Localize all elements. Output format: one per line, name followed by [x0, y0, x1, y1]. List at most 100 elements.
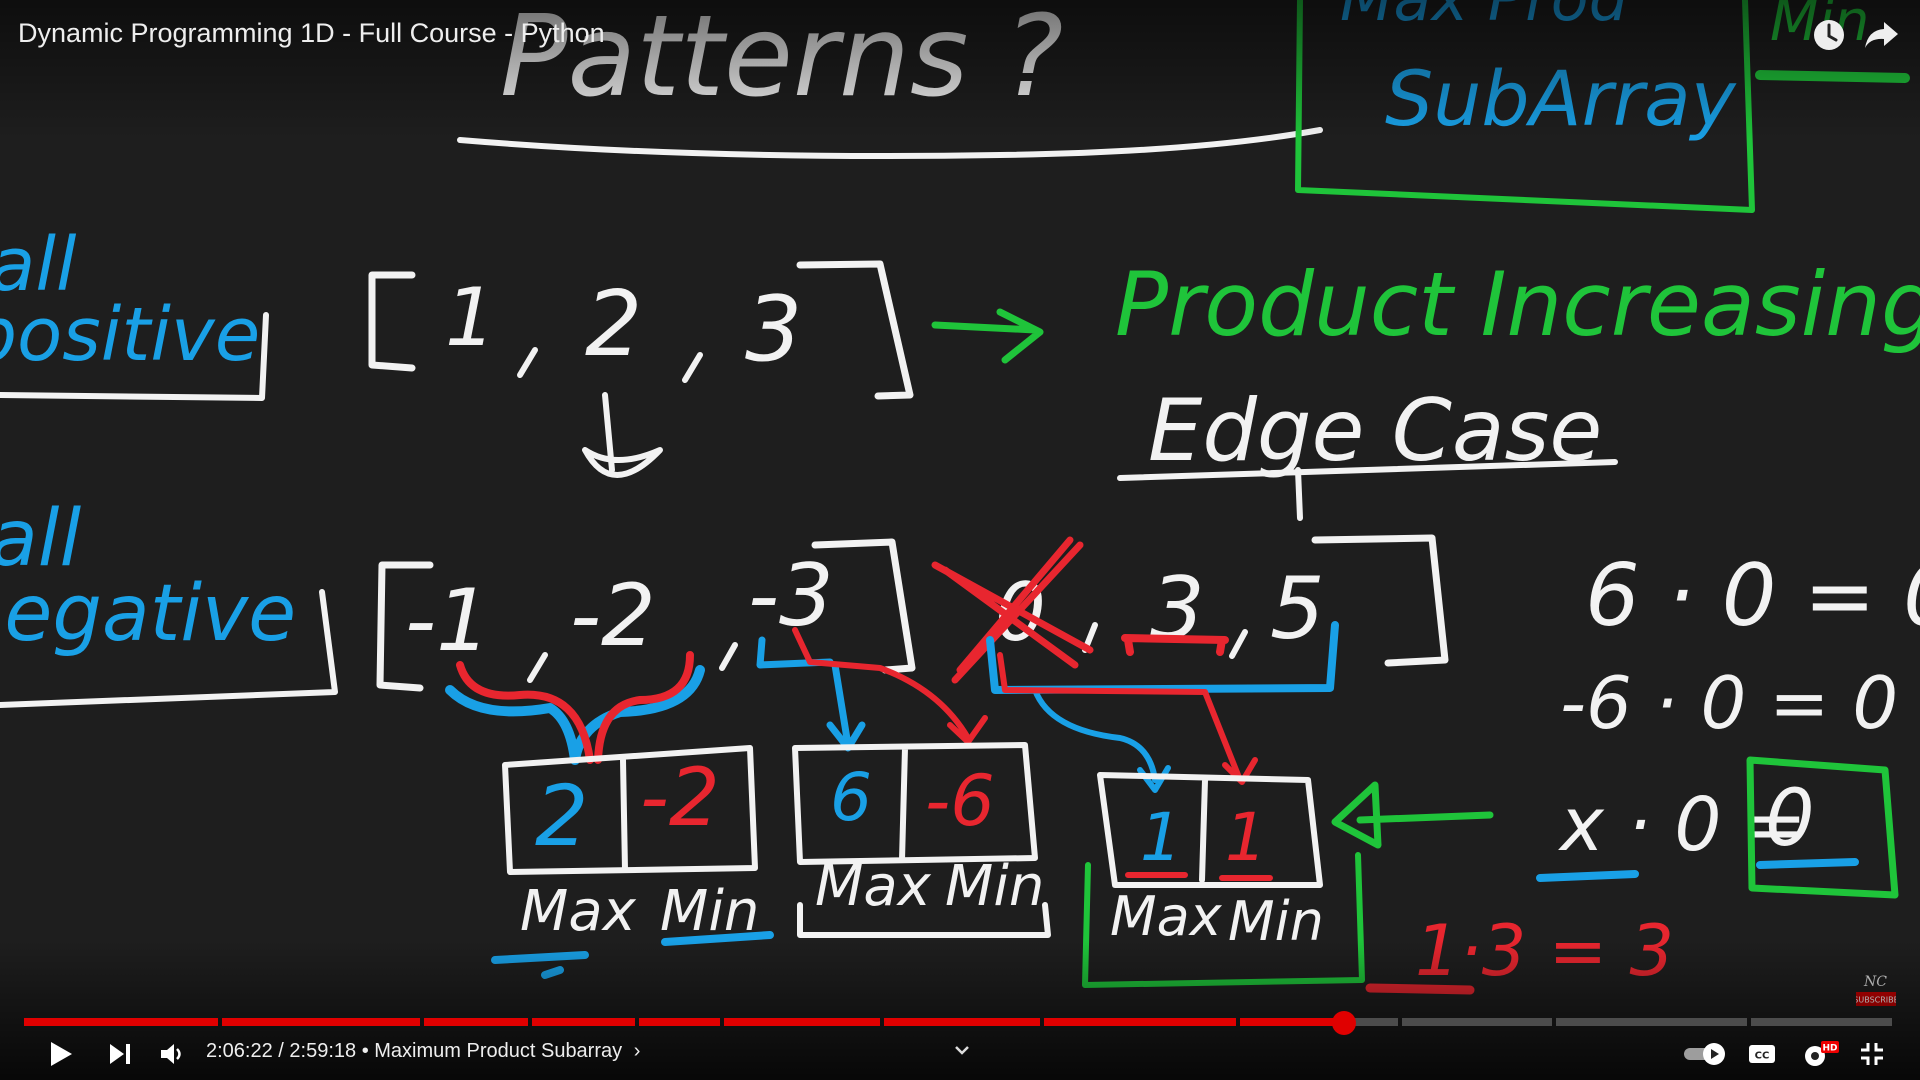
- progress-chapter-segment[interactable]: [1751, 1018, 1892, 1026]
- pair1-box: [502, 745, 758, 875]
- pair3-max-label: Max: [1110, 885, 1223, 948]
- progress-played-fill: [532, 1018, 635, 1026]
- play-icon: [51, 1042, 72, 1066]
- pair3-underlines: [1125, 872, 1273, 881]
- autoplay-toggle[interactable]: [1680, 1036, 1730, 1072]
- eq-x-underline: [1536, 858, 1859, 882]
- red-scribble: [1365, 983, 1475, 995]
- settings-icon: HD: [1805, 1041, 1839, 1066]
- progress-chapter-segment[interactable]: [24, 1018, 218, 1026]
- all-positive-line1: all: [0, 222, 77, 308]
- progress-chapter-segment[interactable]: [424, 1018, 528, 1026]
- pair2-bracket: [797, 902, 1051, 938]
- edge-case-underline: [1117, 459, 1618, 521]
- pair2-max-label: Max: [815, 854, 932, 919]
- autoplay-toggle-icon: [1684, 1043, 1725, 1065]
- svg-text:CC: CC: [1755, 1051, 1770, 1062]
- pair1-min: -2: [640, 751, 720, 844]
- progress-chapter-segment[interactable]: [222, 1018, 420, 1026]
- pair2-min: -6: [925, 760, 995, 842]
- share-icon[interactable]: [1860, 14, 1902, 56]
- green-arrow-1: [931, 308, 1044, 364]
- subscribe-watermark[interactable]: NC SUBSCRIBE: [1856, 972, 1896, 1010]
- pos-comma-2: [682, 352, 703, 383]
- volume-button[interactable]: [152, 1036, 192, 1072]
- eq-one-three: 1·3 = 3: [1415, 910, 1674, 992]
- progress-chapter-segment[interactable]: [1556, 1018, 1747, 1026]
- exit-fullscreen-button[interactable]: [1852, 1036, 1892, 1072]
- neg-close-bracket: [1311, 534, 1449, 667]
- neg-item-4: 3: [1150, 559, 1205, 659]
- box-line-1: Max Prod: [1340, 0, 1629, 35]
- progress-played-fill: [884, 1018, 1040, 1026]
- eq-six-zero: 6 · 0 = 0: [1585, 546, 1920, 646]
- progress-chapter-segment[interactable]: [1044, 1018, 1236, 1026]
- box-line-2: SubArray: [1385, 54, 1737, 143]
- progress-played-fill: [424, 1018, 528, 1026]
- eq-x-zero-result: 0: [1765, 774, 1815, 864]
- captions-icon: CC: [1749, 1045, 1775, 1063]
- all-negative-line2: negative: [0, 569, 296, 659]
- captions-button[interactable]: CC: [1742, 1036, 1782, 1072]
- time-separator: /: [272, 1040, 290, 1062]
- neg-item-1: -1: [405, 571, 491, 671]
- progress-played-fill: [639, 1018, 720, 1026]
- progress-bar[interactable]: [24, 1011, 1896, 1035]
- progress-chapter-segment[interactable]: [1240, 1018, 1398, 1026]
- progress-chapter-segment[interactable]: [532, 1018, 635, 1026]
- progress-chapter-segment[interactable]: [639, 1018, 720, 1026]
- watch-later-icon[interactable]: [1808, 14, 1850, 56]
- eq-neg-six-zero: -6 · 0 = 0: [1560, 661, 1898, 745]
- product-increasing: Product Increasing: [1115, 253, 1920, 356]
- pair2-min-label: Min: [945, 854, 1044, 919]
- pair3-box: [1097, 772, 1323, 888]
- time-display: 2:06:22 / 2:59:18 • Maximum Product Suba…: [206, 1040, 640, 1063]
- next-icon: [110, 1044, 130, 1064]
- video-title[interactable]: Dynamic Programming 1D - Full Course - P…: [18, 18, 605, 48]
- svg-text:NC: NC: [1863, 974, 1887, 990]
- heading-underline: [457, 127, 1323, 159]
- volume-icon: [161, 1044, 181, 1064]
- progress-chapter-segment[interactable]: [1402, 1018, 1552, 1026]
- pair1-red-brace: [456, 651, 694, 764]
- pos-close-bracket: [796, 260, 914, 400]
- all-positive-line2: positive: [0, 292, 260, 378]
- pair2-red-line: [792, 627, 988, 745]
- pos-item-2: 2: [585, 272, 642, 377]
- pair3-max: 1: [1140, 799, 1182, 876]
- eq-x-zero: x · 0 =: [1558, 782, 1807, 868]
- subscribe-label: SUBSCRIBE: [1856, 996, 1896, 1005]
- progress-chapter-segment[interactable]: [884, 1018, 1040, 1026]
- pair2-box: [792, 742, 1038, 865]
- chapter-arrow[interactable]: ›: [633, 1040, 641, 1062]
- progress-scrubber[interactable]: [1331, 1011, 1356, 1035]
- chapter-expand-icon[interactable]: [950, 1038, 974, 1062]
- progress-played-fill: [1044, 1018, 1236, 1026]
- settings-button[interactable]: HD: [1796, 1036, 1842, 1072]
- pos-comma-1: [517, 347, 538, 378]
- neg-commas: [527, 622, 1248, 683]
- green-arrow-2: [1331, 781, 1494, 849]
- progress-played-fill: [1240, 1018, 1344, 1026]
- play-button[interactable]: [40, 1036, 80, 1072]
- progress-chapter-segment[interactable]: [724, 1018, 880, 1026]
- pair3-red-line: [997, 652, 1258, 785]
- pair1-max-label: Max: [520, 879, 637, 944]
- pair3-min: 1: [1225, 799, 1267, 876]
- neg-item-5: 5: [1270, 559, 1325, 659]
- pair3-red-underline: [1121, 634, 1229, 656]
- neg-item-2: -2: [570, 566, 656, 666]
- pair1-max: 2: [535, 767, 588, 865]
- settings-hd-badge: HD: [1822, 1044, 1837, 1054]
- progress-played-fill: [222, 1018, 420, 1026]
- exit-fullscreen-icon: [1861, 1043, 1883, 1065]
- progress-played-fill: [24, 1018, 218, 1026]
- time-total: 2:59:18: [289, 1040, 357, 1062]
- all-negative-line1: all: [0, 494, 81, 584]
- red-x: [931, 536, 1094, 684]
- chapter-title[interactable]: Maximum Product Subarray: [374, 1040, 623, 1062]
- negative-bracket: [0, 589, 338, 708]
- pos-open-bracket: [368, 271, 416, 372]
- next-button[interactable]: [100, 1036, 140, 1072]
